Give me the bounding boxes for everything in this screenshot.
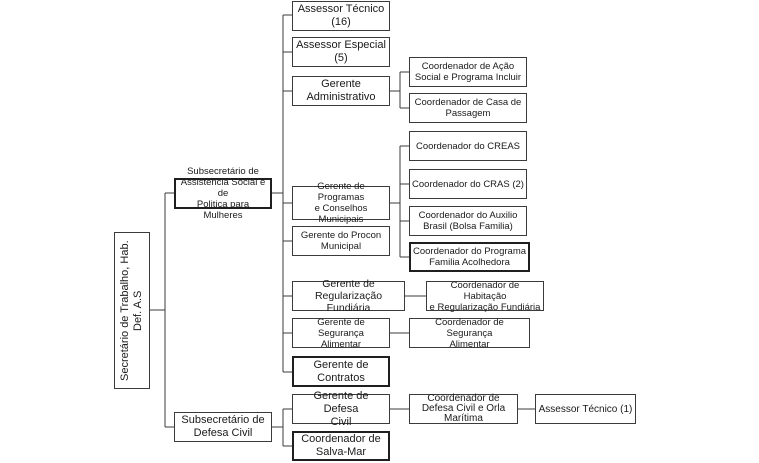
node-gerente-defesa: Gerente de Defesa Civil [292,390,390,428]
node-gerente-procon: Gerente do Procon Municipal [292,226,390,256]
node-coord-casa-passagem: Coordenador de Casa de Passagem [409,93,527,123]
node-gerente-programas: Gerente de Programas e Conselhos Municip… [292,181,390,225]
node-assessor-tecnico-1: Assessor Técnico (1) [535,394,636,424]
node-gerente-administrativo: Gerente Administrativo [292,76,390,106]
node-coord-familia: Coordenador do Programa Familia Acolhedo… [409,242,530,272]
node-gerente-regularizacao: Gerente de Regularização Fundiária [292,278,405,314]
node-secretario: Secretário de Trabalho, Hab. Def. A.S [114,232,150,389]
node-coord-habitacao: Coordenador de Habitação e Regularização… [426,280,544,313]
node-sub-defesa: Subsecretário de Defesa Civil [174,412,272,442]
node-coord-cras: Coordenador do CRAS (2) [409,169,527,199]
node-coord-defesa-orla: Coordenador de Defesa Civil e Orla Marít… [409,394,518,424]
node-assessor-tecnico: Assessor Técnico (16) [292,1,390,31]
node-coord-auxilio: Coordenador do Auxilio Brasil (Bolsa Fam… [409,206,527,236]
node-coord-seguranca: Coordenador de Segurança Alimentar [409,317,530,350]
node-coord-creas: Coordenador do CREAS [409,131,527,161]
node-coord-salva-mar: Coordenador de Salva-Mar [292,431,390,461]
node-assessor-especial: Assessor Especial (5) [292,37,390,67]
node-coord-acao-social: Coordenador de Ação Social e Programa In… [409,57,527,87]
node-gerente-contratos: Gerente de Contratos [292,356,390,387]
node-sub-assistencia: Subsecretário de Assistência Social e de… [174,166,272,221]
node-gerente-seguranca: Gerente de Segurança Alimentar [292,317,390,350]
